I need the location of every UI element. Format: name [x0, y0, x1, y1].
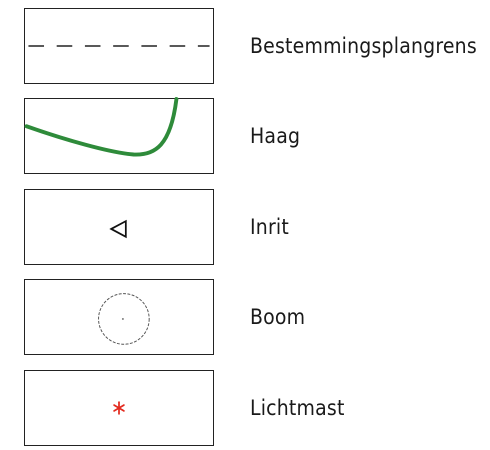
dashed-line-icon: [28, 45, 210, 47]
legend-label: Boom: [250, 305, 306, 329]
tree-circle-icon: [98, 293, 150, 345]
light-pole-asterisk-icon: [113, 401, 125, 415]
legend-label: Lichtmast: [250, 396, 345, 420]
legend-label: Bestemmingsplangrens: [250, 34, 477, 58]
legend-symbol-box: [24, 97, 214, 174]
legend-symbol-box: [24, 279, 214, 355]
triangle-icon: [109, 219, 127, 239]
legend-item-inrit: Inrit: [0, 189, 490, 269]
legend-item-lichtmast: Lichtmast: [0, 370, 490, 450]
legend-symbol-box: [24, 8, 214, 84]
hedge-line-icon: [24, 97, 179, 157]
legend-symbol-box: [24, 189, 214, 265]
legend-item-haag: Haag: [0, 97, 490, 178]
legend-label: Haag: [250, 124, 301, 148]
legend-label: Inrit: [250, 215, 289, 239]
legend-item-bestemmingsplangrens: Bestemmingsplangrens: [0, 8, 490, 88]
legend-item-boom: Boom: [0, 279, 490, 359]
legend-symbol-box: [24, 370, 214, 446]
hedge-line: [24, 97, 179, 157]
